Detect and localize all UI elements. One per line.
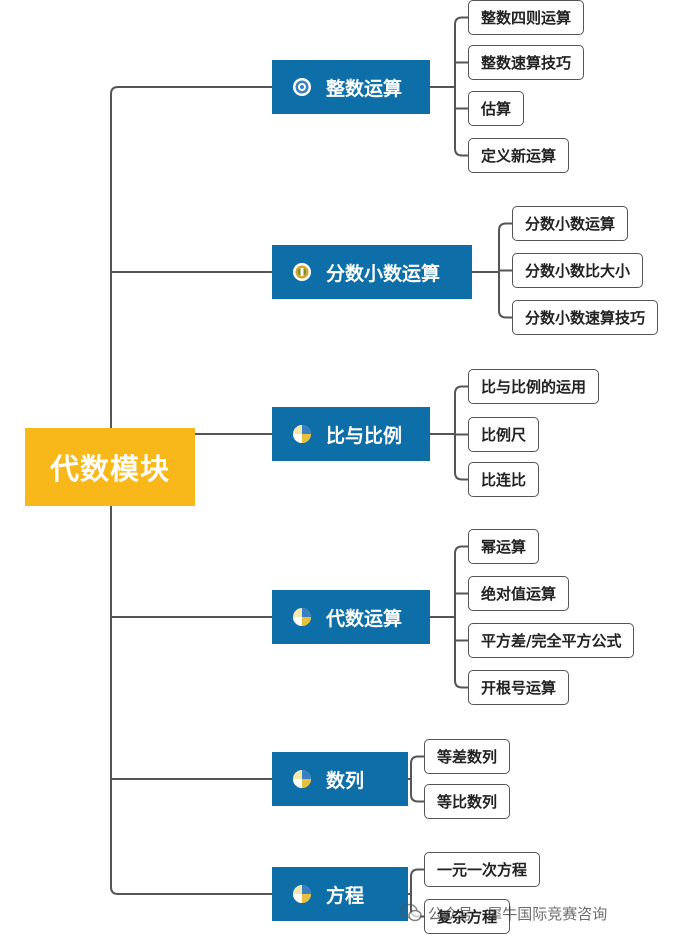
watermark: 公众号 · 犀牛国际竞赛咨询 — [400, 900, 607, 926]
leaf-node: 整数四则运算 — [468, 0, 585, 35]
leaf-node: 平方差/完全平方公式 — [468, 623, 635, 658]
pie-chart-icon — [292, 424, 312, 444]
branch-ratio-proportion: 比与比例 — [272, 407, 430, 461]
leaf-node: 幂运算 — [468, 529, 540, 564]
leaf-node: 等差数列 — [424, 739, 511, 774]
pie-chart-icon — [292, 884, 312, 904]
leaf-node: 比连比 — [468, 462, 540, 497]
leaf-bracket — [454, 385, 469, 481]
leaf-node: 分数小数运算 — [512, 206, 629, 241]
leaf-node: 一元一次方程 — [424, 852, 541, 887]
branch-equations: 方程 — [272, 867, 408, 921]
leaf-node: 等比数列 — [424, 784, 511, 819]
branch-fraction-decimal-operations: 分数小数运算 — [272, 245, 472, 299]
medal-icon — [292, 262, 312, 282]
branch-label: 分数小数运算 — [326, 262, 441, 285]
branch-label: 整数运算 — [326, 77, 403, 100]
root-label: 代数模块 — [49, 452, 170, 486]
leaf-bracket — [454, 545, 469, 689]
leaf-node: 复杂方程 — [424, 899, 511, 934]
leaf-node: 比例尺 — [468, 417, 540, 452]
branch-label: 方程 — [326, 884, 365, 907]
leaf-node: 分数小数速算技巧 — [512, 300, 659, 335]
branch-algebraic-operations: 代数运算 — [272, 590, 430, 644]
leaf-node: 估算 — [468, 91, 525, 126]
branch-integer-operations: 整数运算 — [272, 60, 430, 114]
target-icon — [292, 77, 312, 97]
leaf-bracket — [410, 755, 425, 803]
root-node: 代数模块 — [25, 428, 195, 506]
watermark-text: 公众号 · 犀牛国际竞赛咨询 — [428, 904, 608, 923]
branch-label: 代数运算 — [326, 607, 403, 630]
branch-label: 数列 — [326, 769, 365, 792]
leaf-node: 比与比例的运用 — [468, 369, 600, 404]
leaf-node: 绝对值运算 — [468, 576, 570, 611]
leaf-node: 分数小数比大小 — [512, 253, 644, 288]
branch-sequences: 数列 — [272, 752, 408, 806]
leaf-node: 整数速算技巧 — [468, 45, 585, 80]
wechat-icon — [400, 903, 422, 923]
leaf-node: 定义新运算 — [468, 138, 570, 173]
pie-chart-icon — [292, 769, 312, 789]
branch-label: 比与比例 — [326, 424, 403, 447]
pie-chart-icon — [292, 607, 312, 627]
leaf-bracket — [454, 16, 469, 157]
leaf-node: 开根号运算 — [468, 670, 570, 705]
